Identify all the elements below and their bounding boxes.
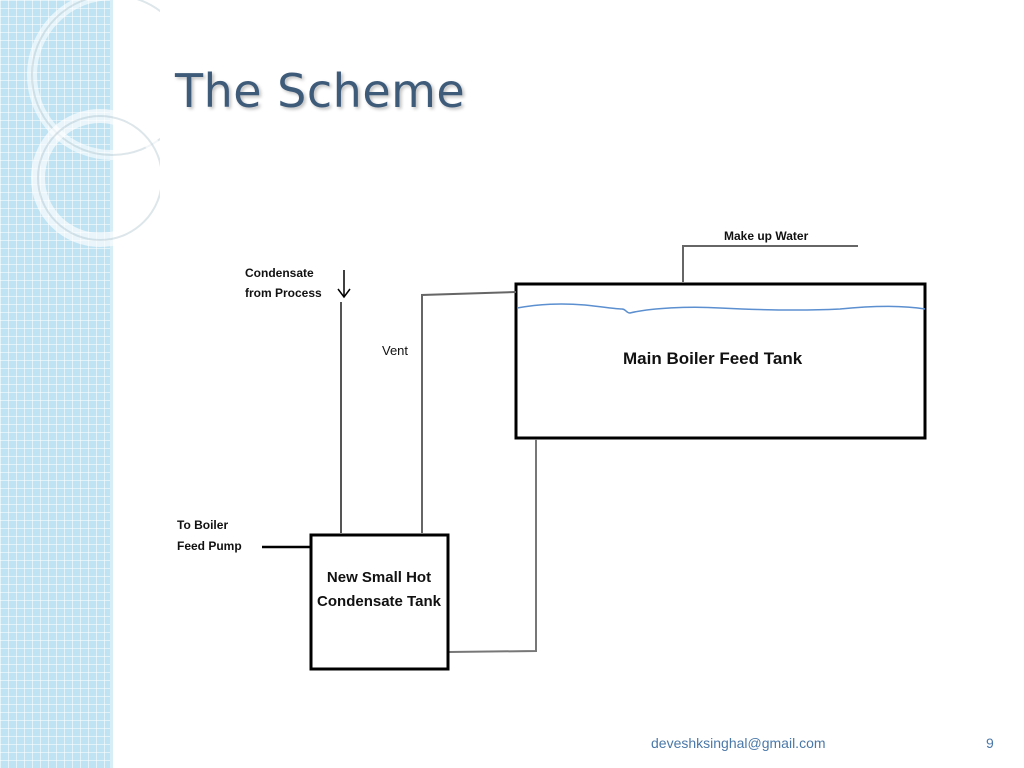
vent-pipe: [421, 291, 517, 533]
footer-email: deveshksinghal@gmail.com: [651, 735, 826, 751]
small-tank-label: New Small Hot Condensate Tank: [317, 569, 441, 610]
pump-label-line2: Feed Pump: [177, 539, 242, 553]
page-number: 9: [986, 735, 994, 751]
arrow-head-icon: [337, 288, 351, 299]
decorative-rings: [27, 0, 160, 247]
small-condensate-tank: [309, 533, 450, 671]
deco-ring-outer-shade: [31, 0, 160, 156]
deco-ring-outer: [27, 0, 160, 160]
slide-title: The Scheme: [175, 64, 466, 118]
condensate-label-line1: Condensate: [245, 266, 314, 280]
main-tank-label: Main Boiler Feed Tank: [623, 349, 803, 368]
side-band-edge: [110, 0, 113, 768]
main-boiler-feed-tank: [514, 282, 927, 440]
water-level-line: [516, 303, 926, 314]
transfer-pipe: [448, 439, 537, 653]
makeup-water-pipe: [682, 245, 858, 282]
deco-ring-inner-shade: [37, 115, 160, 241]
vent-label: Vent: [382, 343, 409, 358]
pump-label-line1: To Boiler: [177, 518, 229, 532]
deco-ring-inner: [31, 109, 160, 247]
condensate-label-line2: from Process: [245, 286, 322, 300]
makeup-water-label: Make up Water: [724, 229, 809, 243]
